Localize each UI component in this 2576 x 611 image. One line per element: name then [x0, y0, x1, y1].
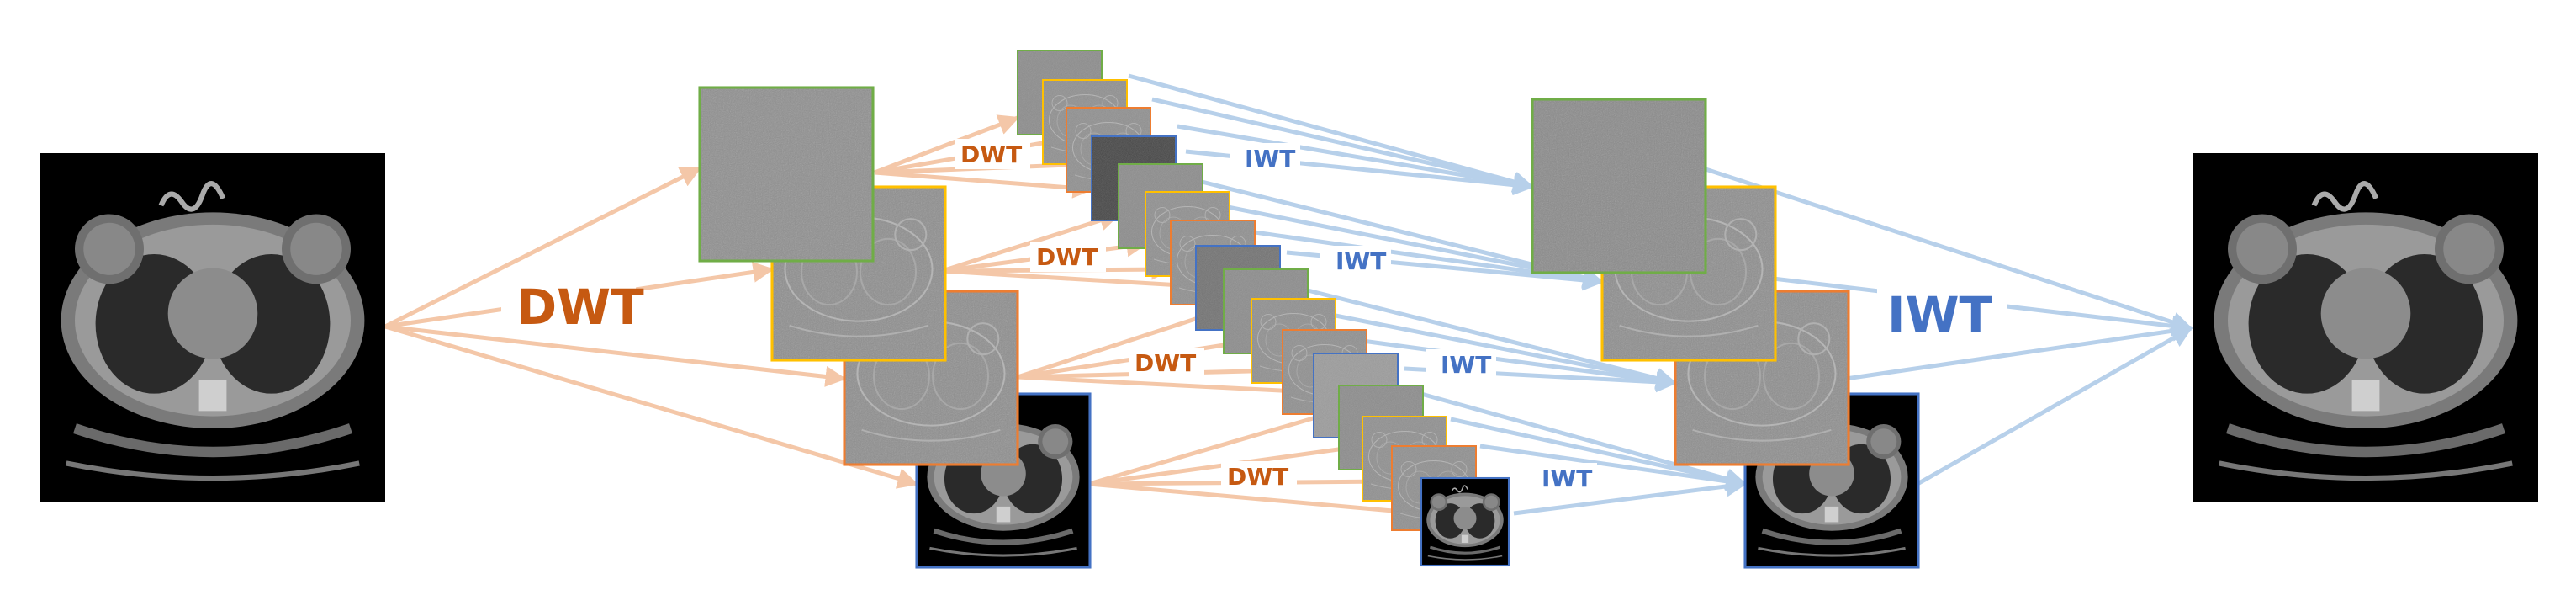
dwt-label-3: DWT [1135, 349, 1196, 377]
iwt-label-4: IWT [1542, 465, 1592, 492]
level2-tiles [1017, 50, 1510, 567]
input-ct-image [40, 153, 385, 502]
dwt-label-4: DWT [1227, 463, 1288, 491]
output-ct-image [2193, 153, 2538, 502]
iwt-label-1: IWT [1245, 145, 1295, 173]
dwt-main-label: DWT [516, 279, 644, 336]
iwt-main-label: IWT [1887, 286, 1993, 343]
dwt-label-1: DWT [960, 141, 1022, 168]
iwt-label-3: IWT [1441, 351, 1491, 379]
dwt-label-2: DWT [1036, 243, 1098, 271]
level1-subband-lh [698, 86, 875, 263]
iwt-arrows [1128, 73, 2193, 516]
iwt-label-2: IWT [1336, 247, 1386, 275]
recon-subband-lh [1531, 98, 1707, 274]
